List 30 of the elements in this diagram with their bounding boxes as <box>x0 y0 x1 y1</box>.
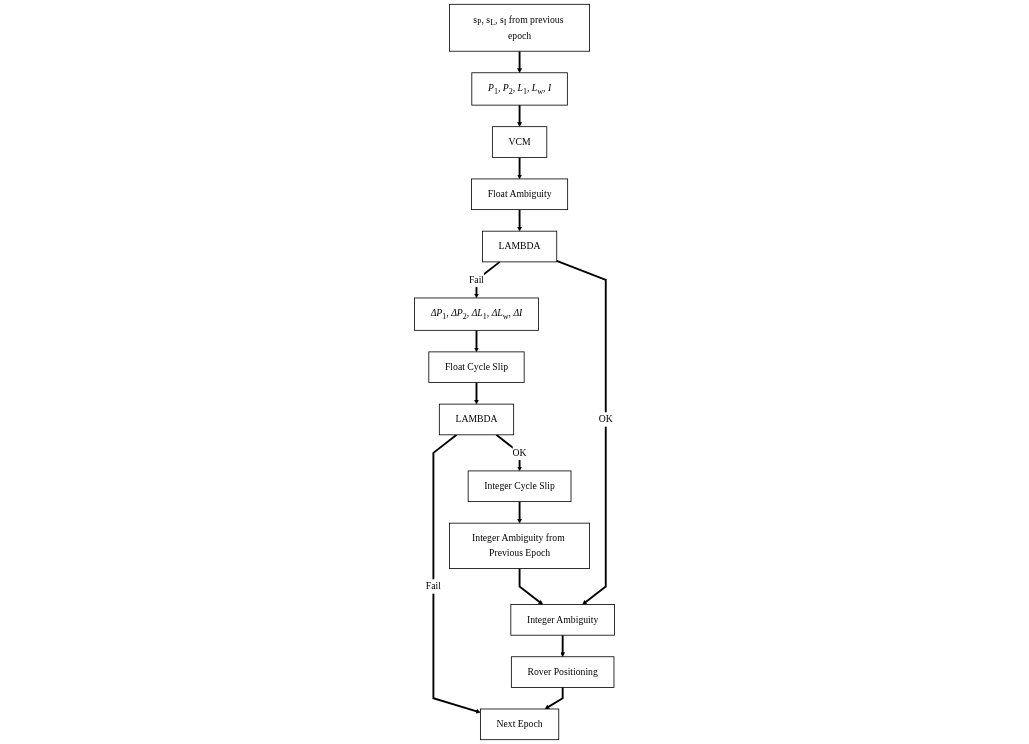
node-box: LAMBDA <box>482 230 558 263</box>
edge-label: Fail <box>468 274 485 286</box>
node-box: s$_{P}$, s$_{L}$, s$_{I}$ from previous epoch <box>449 3 590 52</box>
node-box: Rover Positioning <box>510 656 615 688</box>
edge-label: Fail <box>425 580 441 592</box>
arrow <box>555 260 607 605</box>
arrow <box>560 634 566 657</box>
arrow <box>474 381 479 405</box>
node-box: P$_{1}$, P$_{2}$, L$_{1}$, L$_{w}$, I <box>471 72 568 106</box>
edge-label: OK <box>512 447 527 458</box>
arrow <box>517 50 522 73</box>
arrow <box>517 500 522 524</box>
arrow <box>474 329 479 353</box>
node-box: Integer Ambiguity from Previous Epoch <box>449 522 590 569</box>
edge-label: OK <box>598 413 613 425</box>
node-box: ΔP$_{1}$, ΔP$_{2}$, ΔL$_{1}$, ΔL$_{w}$, ΔI <box>414 297 539 331</box>
arrow <box>517 104 522 127</box>
node-box: Integer Ambiguity <box>510 604 615 636</box>
arrow <box>517 208 522 232</box>
arrow <box>495 433 522 472</box>
node-box: Float Cycle Slip <box>428 351 525 383</box>
node-box: Integer Cycle Slip <box>467 470 572 503</box>
node-box: VCM <box>491 126 548 158</box>
arrow <box>518 567 544 605</box>
node-box: Next Epoch <box>480 708 560 741</box>
arrow <box>544 686 564 710</box>
node-box: LAMBDA <box>438 403 515 436</box>
node-box: Float Ambiguity <box>471 178 569 211</box>
arrow <box>517 156 522 180</box>
arrow <box>432 433 481 714</box>
